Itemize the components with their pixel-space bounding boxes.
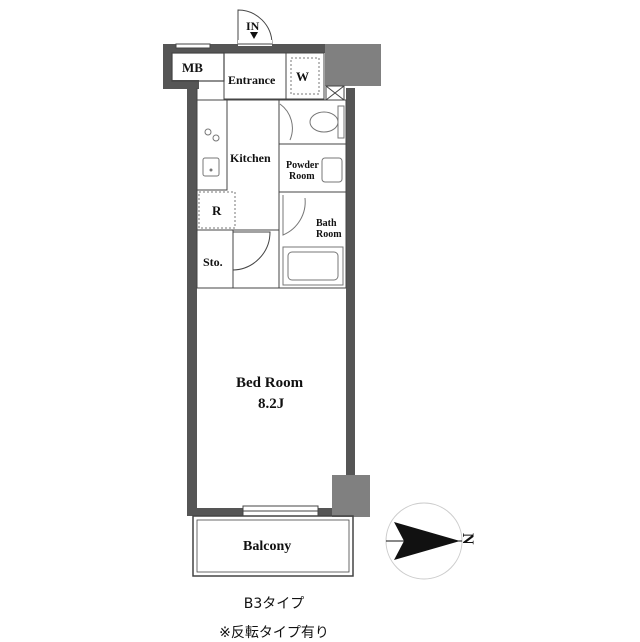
bath-room-label-2: Room [316, 229, 342, 240]
type-caption: B3タイプ [243, 596, 305, 612]
window-top [175, 43, 211, 49]
column-bottom-right [332, 475, 370, 517]
entrance-label: Entrance [228, 73, 276, 87]
compass [385, 502, 463, 580]
compass-north-label: N [459, 533, 476, 545]
balcony-label: Balcony [243, 539, 291, 554]
washbasin-icon [321, 157, 343, 183]
bedroom-size-label: 8.2J [258, 396, 285, 412]
powder-room-label-1: Powder [286, 160, 319, 171]
outer-walls [163, 44, 381, 517]
kitchen-label: Kitchen [230, 151, 271, 165]
toilet-icon [309, 111, 339, 133]
entrance-in-label: IN [246, 19, 260, 33]
bedroom-label: Bed Room [236, 375, 304, 391]
column-top-right [325, 44, 381, 86]
storage-label: Sto. [203, 255, 223, 269]
bath-room-label-1: Bath [316, 218, 337, 229]
powder-room-label-2: Room [289, 171, 315, 182]
bathtub-icon [282, 246, 344, 286]
entrance-arrow-icon [250, 32, 258, 39]
refrigerator-label: R [212, 203, 222, 218]
mb-label: MB [182, 60, 203, 75]
reversal-note: ※反転タイプ有り [219, 625, 329, 641]
entrance-door [237, 9, 273, 46]
w-label: W [296, 69, 309, 84]
